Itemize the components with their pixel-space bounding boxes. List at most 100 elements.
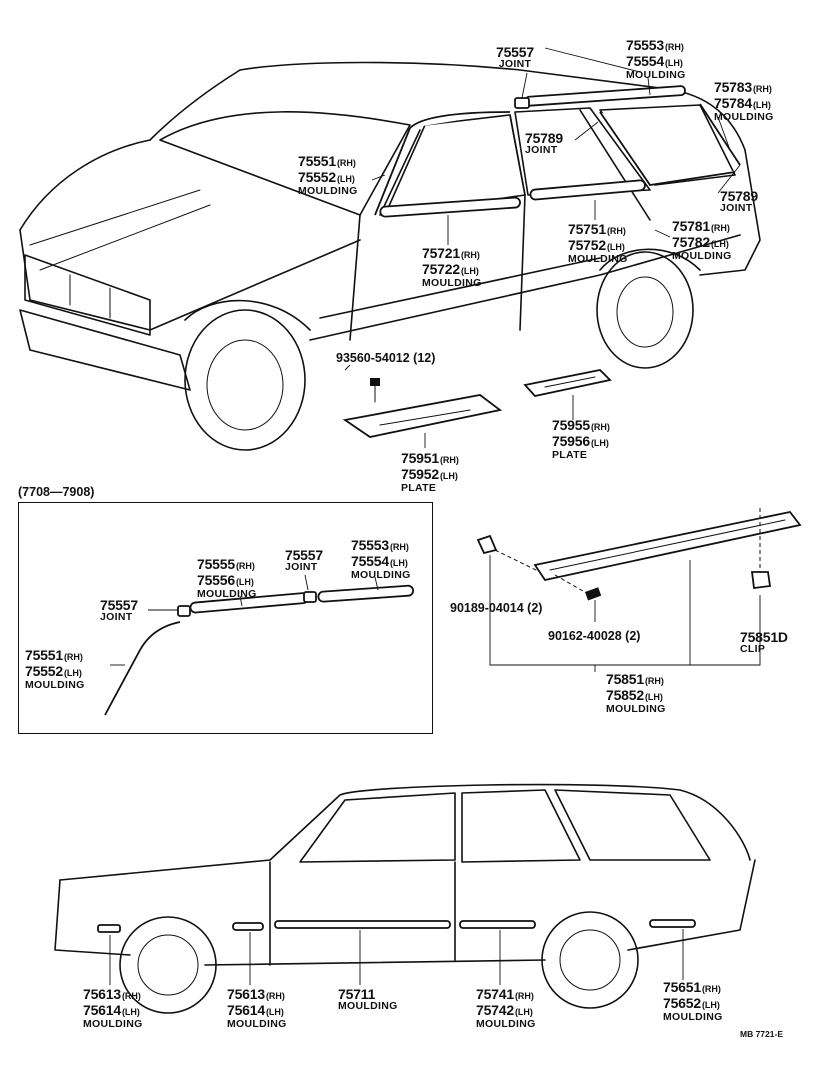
side-lh: (LH) — [389, 558, 408, 568]
side-rh: (RH) — [235, 561, 255, 571]
label-fender-moulding: 75613(RH) 75614(LH) MOULDING — [227, 987, 287, 1030]
part-number-rh: 75741 — [476, 986, 514, 1002]
part-number-lh: 75652 — [663, 995, 701, 1011]
label-rear-quarter-moulding: 75651(RH) 75652(LH) MOULDING — [663, 980, 723, 1023]
part-name: MOULDING — [663, 1011, 723, 1023]
part-name: MOULDING — [476, 1018, 536, 1030]
part-name: JOINT — [720, 202, 753, 214]
part-number-lh: 75556 — [197, 572, 235, 588]
part-number: 75789 — [720, 188, 758, 204]
label-inset-rear-moulding: 75553(RH) 75554(LH) MOULDING — [351, 538, 411, 581]
side-lh: (LH) — [460, 266, 479, 276]
rocker-moulding-illustration — [476, 508, 802, 672]
side-lh: (LH) — [336, 174, 355, 184]
side-rh: (RH) — [439, 455, 459, 465]
top-leader-lines — [344, 47, 741, 448]
side-lh: (LH) — [439, 471, 458, 481]
label-front-scuff-plate: 75951(RH) 75952(LH) PLATE — [401, 451, 459, 494]
part-name: JOINT — [498, 58, 532, 70]
part-number-lh: 75552 — [298, 169, 336, 185]
part-number-lh: 75852 — [606, 687, 644, 703]
part-name: MOULDING — [227, 1018, 287, 1030]
car-side-illustration — [54, 783, 756, 1014]
car-perspective-illustration — [19, 61, 761, 451]
side-lh: (LH) — [265, 1007, 284, 1017]
part-number: 75851D — [740, 629, 788, 645]
part-number-rh: 75781 — [672, 218, 710, 234]
part-number: 75557 — [100, 597, 138, 613]
figure-code: MB 7721-E — [740, 1029, 783, 1039]
part-number-rh: 75751 — [568, 221, 606, 237]
side-rh: (RH) — [63, 652, 83, 662]
side-rh: (RH) — [606, 226, 626, 236]
side-rh: (RH) — [265, 991, 285, 1001]
label-bolt-a: 90189-04014 (2) — [450, 601, 543, 615]
side-rh: (RH) — [460, 250, 480, 260]
part-name: MOULDING — [568, 253, 628, 265]
label-rear-door-moulding: 75741(RH) 75742(LH) MOULDING — [476, 987, 536, 1030]
side-rh: (RH) — [389, 542, 409, 552]
side-lh: (LH) — [664, 58, 683, 68]
part-number: 75557 — [496, 44, 534, 60]
label-inset-pillar-moulding: 75551(RH) 75552(LH) MOULDING — [25, 648, 85, 691]
part-number-lh: 75784 — [714, 95, 752, 111]
side-lh: (LH) — [701, 1000, 720, 1010]
part-number-rh: 75651 — [663, 979, 701, 995]
label-screw: 93560-54012 (12) — [336, 352, 435, 365]
part-number-rh: 75783 — [714, 79, 752, 95]
part-name: MOULDING — [197, 588, 257, 600]
label-inset-mid-moulding: 75555(RH) 75556(LH) MOULDING — [197, 557, 257, 600]
part-number-lh: 75782 — [672, 234, 710, 250]
part-number-rh: 75851 — [606, 671, 644, 687]
side-rh: (RH) — [644, 676, 664, 686]
part-number-rh: 75613 — [227, 986, 265, 1002]
part-number-lh: 75552 — [25, 663, 63, 679]
label-front-door-moulding: 75721(RH) 75722(LH) MOULDING — [422, 246, 482, 289]
part-name: CLIP — [740, 643, 766, 655]
part-name: MOULDING — [298, 185, 358, 197]
label-rear-door-upper-moulding: 75751(RH) 75752(LH) MOULDING — [568, 222, 628, 265]
part-number-rh: 75555 — [197, 556, 235, 572]
part-name: MOULDING — [351, 569, 411, 581]
part-number-lh: 75752 — [568, 237, 606, 253]
part-number-rh: 75551 — [25, 647, 63, 663]
side-lh: (LH) — [606, 242, 625, 252]
inset-illustration — [104, 574, 415, 716]
part-name: MOULDING — [626, 69, 686, 81]
part-name: MOULDING — [25, 679, 85, 691]
side-rh: (RH) — [121, 991, 141, 1001]
label-joint-75789-b: 75789 JOINT — [720, 189, 758, 214]
part-name: JOINT — [285, 561, 318, 573]
part-number: 93560-54012 (12) — [336, 351, 436, 365]
label-door-moulding: 75711 MOULDING — [338, 987, 398, 1012]
label-inset-joint-right: 75557 JOINT — [285, 548, 323, 573]
label-roof-moulding: 75553(RH) 75554(LH) MOULDING — [626, 38, 686, 81]
side-lh: (LH) — [752, 100, 771, 110]
part-name: MOULDING — [606, 703, 666, 715]
label-rocker-moulding: 75851(RH) 75852(LH) MOULDING — [606, 672, 666, 715]
side-lh: (LH) — [514, 1007, 533, 1017]
label-joint-75557: 75557 JOINT — [496, 45, 534, 70]
part-number-lh: 75722 — [422, 261, 460, 277]
side-lh: (LH) — [710, 239, 729, 249]
part-name: JOINT — [100, 611, 133, 623]
side-lh: (LH) — [644, 692, 663, 702]
part-number: 75711 — [338, 986, 376, 1002]
part-name: MOULDING — [83, 1018, 143, 1030]
part-number-rh: 75553 — [351, 537, 389, 553]
part-name: MOULDING — [422, 277, 482, 289]
part-number-lh: 75742 — [476, 1002, 514, 1018]
side-lh: (LH) — [235, 577, 254, 587]
label-rear-scuff-plate: 75955(RH) 75956(LH) PLATE — [552, 418, 610, 461]
side-rh: (RH) — [664, 42, 684, 52]
part-number-lh: 75956 — [552, 433, 590, 449]
side-rh: (RH) — [701, 984, 721, 994]
part-number-lh: 75614 — [227, 1002, 265, 1018]
part-number-lh: 75554 — [351, 553, 389, 569]
part-name: MOULDING — [338, 1000, 398, 1012]
inset-range-label: (7708—7908) — [18, 485, 95, 499]
side-lh: (LH) — [63, 668, 82, 678]
part-number-rh: 75951 — [401, 450, 439, 466]
